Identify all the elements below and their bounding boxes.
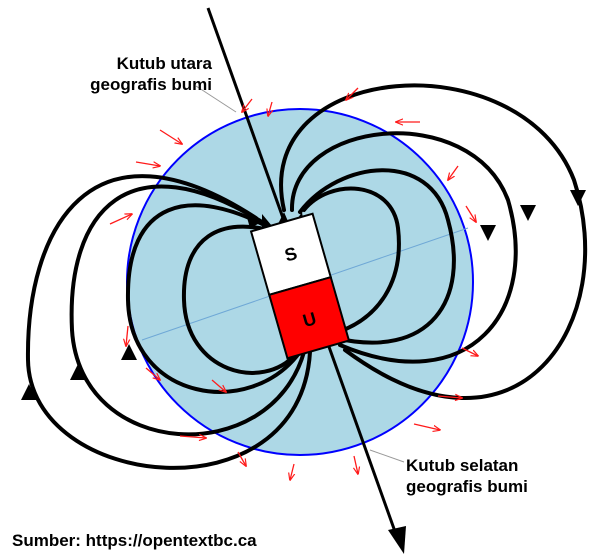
red-arrow-icon bbox=[354, 455, 358, 474]
north-label-line1: Kutub utara bbox=[116, 54, 212, 73]
arrowhead-icon bbox=[21, 384, 37, 400]
arrowhead-icon bbox=[480, 225, 496, 241]
field-line-left-near bbox=[181, 224, 298, 375]
field-line-left-middle bbox=[69, 184, 306, 437]
red-arrow-icon bbox=[268, 101, 272, 116]
field-line-left-outer bbox=[25, 174, 312, 470]
arrowhead-icon bbox=[70, 364, 86, 380]
red-arrow-icon bbox=[145, 367, 160, 380]
field-lines bbox=[25, 83, 588, 470]
red-arrow-icon bbox=[135, 162, 160, 166]
south-label-line1: Kutub selatan bbox=[406, 456, 519, 475]
field-line-right-outer bbox=[279, 83, 588, 400]
red-arrow-icon bbox=[211, 379, 226, 392]
red-arrow-icon bbox=[237, 451, 246, 466]
source-credit: Sumber: https://opentextbc.ca bbox=[12, 531, 257, 550]
axis-arrowhead-icon bbox=[388, 526, 406, 554]
red-arrow-icon bbox=[290, 463, 294, 480]
field-line-right-near bbox=[302, 186, 401, 336]
field-line-left-inner bbox=[125, 203, 302, 394]
red-arrow-icon bbox=[437, 396, 462, 398]
bar-magnet: S U bbox=[249, 212, 351, 360]
arrowhead-icon bbox=[121, 344, 137, 360]
north-label-line2: geografis bumi bbox=[90, 75, 212, 94]
red-arrow-icon bbox=[159, 129, 182, 144]
arrowhead-icon bbox=[262, 214, 272, 228]
magnet-north-half bbox=[268, 275, 351, 360]
small-field-arrows bbox=[109, 87, 478, 480]
magnet-letter-u: U bbox=[301, 308, 319, 331]
south-geographic-pole-label: Kutub selatan geografis bumi bbox=[406, 455, 528, 497]
south-label-line2: geografis bumi bbox=[406, 477, 528, 496]
field-line-right-inner bbox=[298, 168, 456, 345]
red-arrow-icon bbox=[413, 423, 440, 430]
north-geographic-pole-label: Kutub utara geografis bumi bbox=[40, 53, 212, 95]
arrowhead-icon bbox=[246, 214, 258, 228]
red-arrow-icon bbox=[109, 214, 132, 225]
red-arrow-icon bbox=[461, 347, 478, 356]
red-arrow-icon bbox=[465, 205, 476, 222]
arrowhead-icon bbox=[570, 190, 586, 206]
red-arrow-icon bbox=[448, 165, 459, 180]
red-arrow-icon bbox=[126, 325, 128, 346]
south-label-pointer bbox=[369, 449, 405, 463]
red-arrow-icon bbox=[242, 98, 253, 112]
field-line-right-middle bbox=[289, 131, 518, 364]
red-arrow-icon bbox=[346, 87, 359, 100]
red-arrow-icon bbox=[179, 436, 206, 438]
north-label-pointer bbox=[195, 85, 237, 113]
arrowhead-icon bbox=[520, 205, 536, 221]
magnet-letter-s: S bbox=[282, 243, 299, 266]
